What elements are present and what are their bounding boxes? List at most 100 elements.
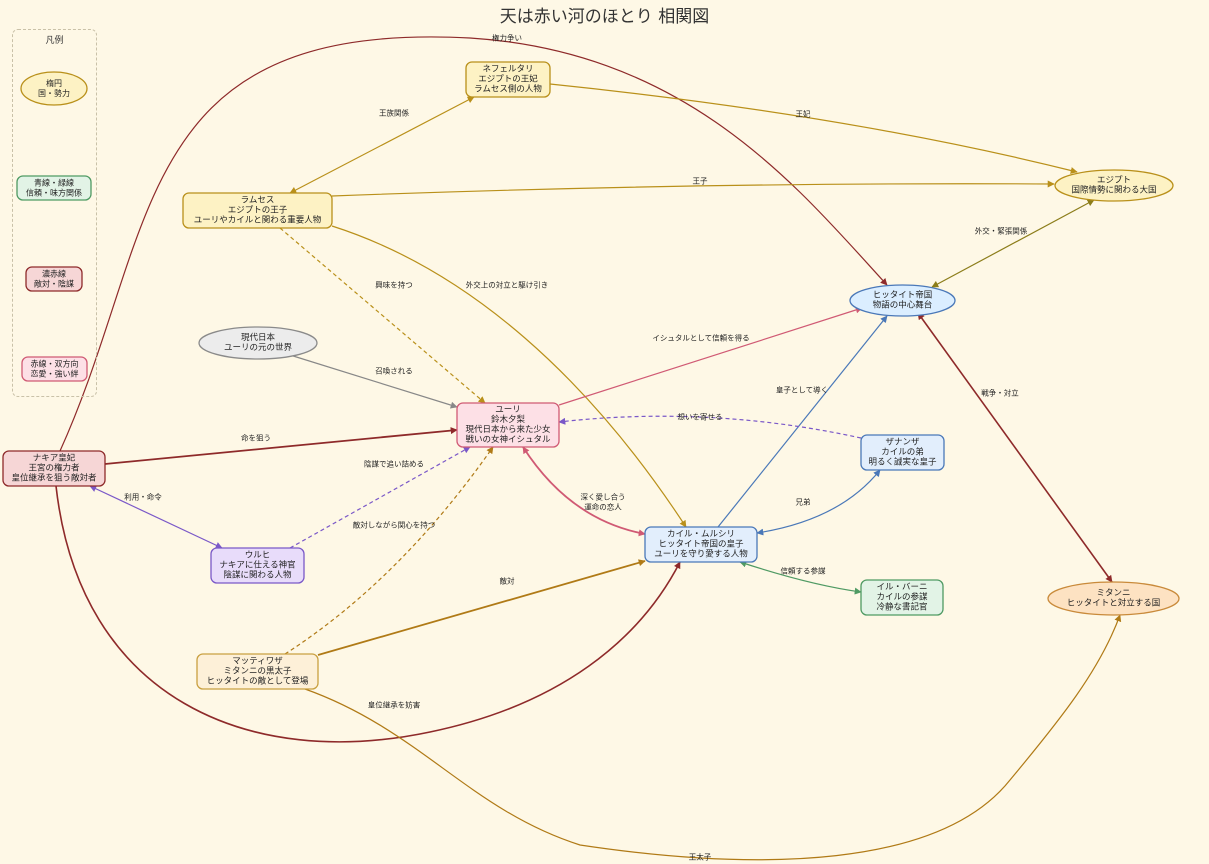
edge-label-ramses-kail: 外交上の対立と駆け引き: [466, 280, 549, 290]
diagram-title: 天は赤い河のほとり 相関図: [499, 7, 710, 27]
node-line: 国際情勢に関わる大国: [1071, 185, 1156, 196]
legend-item-lg1: 楕円国・勢力: [20, 71, 88, 106]
edge-ramses-nefertiti: [289, 96, 475, 194]
node-ellipse: [849, 284, 956, 317]
node-box: [210, 547, 305, 584]
node-box: [465, 61, 551, 98]
legend-item-line: 信頼・味方関係: [26, 187, 82, 197]
edge-label-ramses-nefertiti: 王族関係: [379, 108, 409, 118]
edge-nakia-urhi: [89, 485, 223, 549]
edge-label-ramses-yuri: 興味を持つ: [375, 280, 413, 290]
edge-ramses-yuri: [279, 227, 486, 404]
node-line: 戦いの女神イシュタル: [465, 434, 551, 445]
node-box: [456, 402, 560, 448]
node-line: エジプト: [1097, 175, 1131, 185]
edge-egypt-hittite: [931, 199, 1095, 288]
edge-label-yuri-hittite: イシュタルとして信頼を得る: [652, 333, 749, 343]
node-line: ユーリの元の世界: [224, 342, 293, 353]
edge-label-mattiwaza-kail: 敵対: [500, 576, 515, 586]
edge-kail-hittite: [717, 315, 888, 528]
edge-label-urhi-yuri: 陰謀で追い詰める: [364, 459, 424, 469]
node-line: ユーリ: [495, 405, 521, 415]
edge-nakia-kail: [55, 485, 681, 743]
node-box: [644, 526, 758, 563]
edge-yuri-hittite: [558, 306, 863, 406]
node-line: エジプトの王妃: [478, 74, 538, 85]
edge-label-nefertiti-egypt: 王妃: [796, 109, 811, 119]
edge-ramses-kail: [331, 225, 687, 528]
edge-layer: [55, 36, 1122, 861]
edge-label-zananza-kail: 兄弟: [796, 497, 811, 507]
node-line: 現代日本: [241, 332, 276, 343]
legend-panel: [12, 29, 97, 397]
legend-title: 凡例: [45, 36, 64, 46]
edge-mattiwaza-yuri: [284, 446, 494, 655]
node-ellipse: [1054, 169, 1174, 202]
node-line: 皇位継承を狙う敵対者: [11, 473, 97, 484]
legend-item-box: [21, 356, 88, 382]
legend-item-line: 国・勢力: [38, 88, 70, 98]
edge-ramses-egypt: [331, 180, 1055, 197]
edge-nakia-hittite: [59, 36, 888, 452]
node-box: [196, 653, 319, 690]
legend-item-line: 楕円: [46, 78, 62, 88]
node-line: ナキア皇妃: [33, 452, 76, 463]
node-line: ユーリを守り愛する人物: [654, 549, 748, 560]
node-ellipse: [198, 326, 318, 360]
edge-mattiwaza-mitanni: [304, 614, 1122, 861]
edge-yuri-kail: [522, 446, 646, 537]
node-line: ヒッタイト帝国の皇子: [658, 539, 744, 550]
node-line: 冷静な書記官: [876, 602, 927, 613]
edge-hittite-mitanni: [917, 312, 1113, 583]
node-line: ヒッタイトの敵として登場: [207, 676, 309, 687]
legend-item-line: 恋愛・強い絆: [31, 368, 79, 378]
legend-item-line: 青線・緑線: [34, 178, 74, 188]
edge-label-mattiwaza-yuri: 敵対しながら関心を持つ: [353, 520, 436, 530]
edge-label-zananza-yuri: 想いを寄せる: [678, 412, 723, 422]
edge-label-ramses-egypt: 王子: [693, 177, 708, 186]
edge-modern-yuri: [289, 354, 458, 409]
edge-kail-ilbani: [739, 560, 862, 595]
node-line: ヒッタイトと対立する国: [1067, 598, 1161, 609]
edge-label-yuri-kail: 深く愛し合う: [581, 492, 626, 502]
node-line: ザナンザ: [885, 437, 920, 447]
edge-label-kail-hittite: 皇子として導く: [776, 385, 828, 395]
node-line: エジプトの王子: [228, 206, 288, 216]
legend-item-line: 敵対・陰謀: [34, 278, 74, 288]
edge-label-nakia-kail: 皇位継承を妨害: [368, 700, 421, 710]
node-ellipse: [1047, 581, 1180, 616]
node-line: ユーリやカイルと関わる重要人物: [194, 215, 322, 226]
edge-label-hittite-mitanni: 戦争・対立: [981, 388, 1019, 398]
node-line: ウルヒ: [245, 550, 271, 560]
edge-label-egypt-hittite: 外交・緊張関係: [975, 226, 1028, 236]
edge-label-nakia-urhi: 利用・命令: [124, 492, 162, 502]
node-line: 現代日本から来た少女: [465, 424, 551, 435]
node-line: ミタンニの黒太子: [223, 666, 292, 677]
node-line: 陰謀に関わる人物: [223, 570, 292, 581]
edge-nakia-yuri: [104, 427, 458, 465]
node-line: イル・バーニ: [876, 582, 927, 592]
legend-item-box: [16, 175, 92, 201]
node-line: 鈴木夕梨: [491, 414, 526, 425]
edge-label-modern-yuri: 召喚される: [375, 366, 413, 376]
node-line: 物語の中心舞台: [873, 300, 933, 311]
edge-label-nakia-yuri: 命を狙う: [241, 433, 271, 443]
edge-label-nakia-hittite: 権力争い: [492, 33, 522, 43]
legend-item-line: 赤線・双方向: [31, 359, 79, 369]
legend-item-box: [25, 266, 83, 292]
